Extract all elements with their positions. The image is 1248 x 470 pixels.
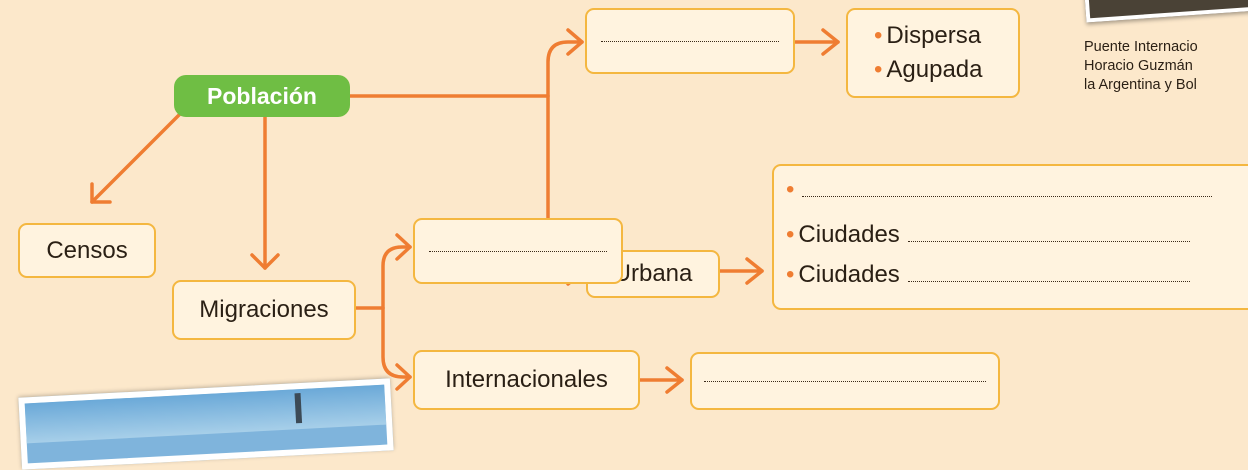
connector-arrows (90, 28, 840, 394)
arrowhead-internacionales (395, 363, 412, 391)
list-item: •Agupada (874, 56, 983, 83)
urban-line-label: Ciudades (798, 261, 900, 288)
caption-line: la Argentina y Bol (1084, 77, 1197, 93)
urban-line-3[interactable]: • Ciudades (786, 261, 1190, 289)
caption-line: Horacio Guzmán (1084, 58, 1193, 74)
fill-in-blank[interactable] (907, 280, 1190, 282)
node-rural-blank[interactable] (585, 8, 795, 74)
urban-line-1[interactable]: • (786, 176, 1213, 204)
type-label: Dispersa (886, 22, 982, 49)
caption-line: Puente Internacio (1084, 39, 1198, 55)
node-migraciones: Migraciones (172, 280, 356, 340)
arrowhead-types (821, 28, 840, 56)
urban-line-2[interactable]: • Ciudades (786, 221, 1190, 249)
connector-root-censos (90, 108, 186, 204)
root-node-poblacion: Población (174, 75, 350, 117)
arrowhead-censos (90, 182, 112, 204)
node-censos: Censos (18, 223, 156, 278)
arrowhead-internas (395, 233, 412, 261)
root-label: Población (207, 82, 317, 109)
fill-in-blank[interactable] (429, 250, 607, 252)
arrowhead-rural (566, 28, 584, 56)
list-item: •Dispersa (874, 22, 982, 49)
node-internas-blank[interactable] (413, 218, 623, 284)
node-urban-list (772, 164, 1248, 310)
photo-caption: Puente Internacio Horacio Guzmán la Arge… (1084, 38, 1198, 95)
fill-in-blank[interactable] (907, 240, 1190, 242)
node-label: Censos (46, 236, 128, 264)
node-rural-types: •Dispersa •Agupada (846, 8, 1020, 98)
node-label: Internacionales (445, 366, 608, 393)
connector-bracket-internas (381, 245, 412, 379)
type-label: Agupada (886, 56, 983, 83)
fill-in-blank[interactable] (704, 380, 986, 382)
fill-in-blank[interactable] (601, 40, 779, 42)
fill-in-blank[interactable] (802, 195, 1213, 197)
arrowhead-internacionales-blank (665, 366, 684, 394)
node-label: Urbana (613, 260, 693, 287)
arrowhead-migraciones (250, 253, 280, 270)
node-internacionales-blank[interactable] (690, 352, 1000, 410)
arrowhead-list (745, 257, 764, 285)
urban-line-label: Ciudades (798, 221, 900, 248)
node-label: Migraciones (199, 296, 329, 323)
node-internacionales: Internacionales (413, 350, 640, 410)
